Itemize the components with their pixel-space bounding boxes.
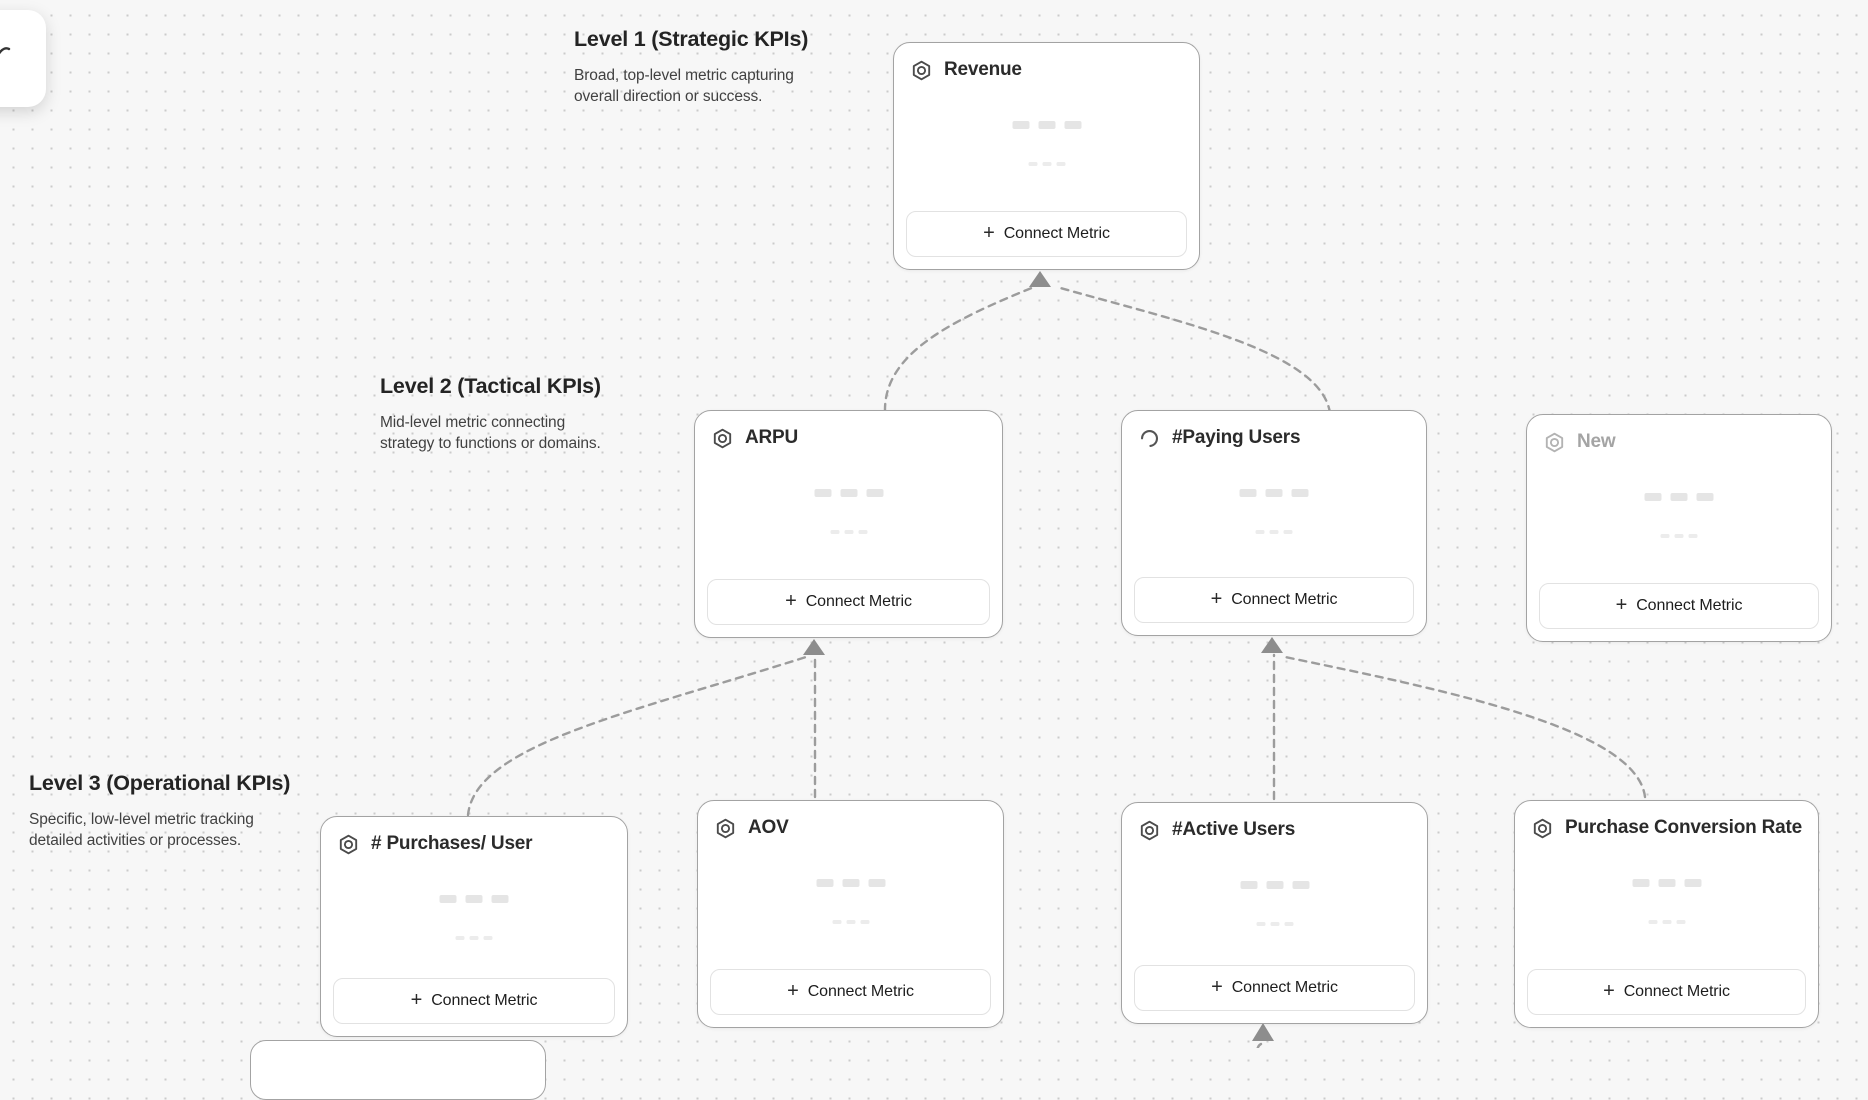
- level-3-description-line2: detailed activities or processes.: [29, 832, 242, 849]
- level-1-description-line1: Broad, top-level metric capturing: [574, 67, 794, 84]
- connect-metric-label: Connect Metric: [1003, 225, 1110, 242]
- metric-card-arpu[interactable]: ARPU + Connect Metric: [694, 410, 1003, 638]
- plus-icon: +: [410, 989, 423, 1011]
- chart-placeholder-ticks: [830, 530, 867, 534]
- connect-metric-label: Connect Metric: [431, 992, 538, 1009]
- metric-card-partial-offscreen[interactable]: [250, 1040, 546, 1100]
- level-2-heading: Level 2 (Tactical KPIs) Mid-level metric…: [380, 374, 601, 454]
- level-1-title: Level 1 (Strategic KPIs): [574, 27, 809, 51]
- level-2-title: Level 2 (Tactical KPIs): [380, 374, 601, 398]
- metric-card-title: Purchase Conversion Rate: [1565, 817, 1803, 838]
- chart-placeholder-bars: [1012, 121, 1081, 129]
- chart-placeholder-ticks: [455, 936, 493, 940]
- metric-card-title: #Paying Users: [1172, 427, 1301, 448]
- connect-metric-button[interactable]: + Connect Metric: [906, 211, 1187, 257]
- metric-card-title: ARPU: [745, 427, 799, 448]
- connect-metric-label: Connect Metric: [1231, 591, 1338, 608]
- connector-payingusers-to-revenue: [1055, 285, 1332, 415]
- pen-stroke-icon: [0, 47, 11, 55]
- arrowhead-into-revenue: [1029, 271, 1051, 287]
- connect-metric-button[interactable]: + Connect Metric: [333, 978, 615, 1024]
- plus-icon: +: [1603, 980, 1615, 1002]
- chart-placeholder-ticks: [1660, 534, 1698, 538]
- metric-card-title: #Active Users: [1172, 819, 1296, 840]
- metric-card-title: AOV: [748, 817, 789, 838]
- connect-metric-label: Connect Metric: [1623, 983, 1730, 1000]
- level-1-heading: Level 1 (Strategic KPIs) Broad, top-leve…: [574, 27, 808, 107]
- hexagon-metric-icon: [911, 60, 932, 81]
- chart-placeholder-ticks: [1256, 922, 1293, 926]
- plus-icon: +: [1211, 976, 1223, 998]
- metric-card-paying-users[interactable]: #Paying Users + Connect Metric: [1121, 410, 1427, 636]
- connector-pcr-to-payingusers: [1283, 655, 1647, 799]
- metric-card-title: New: [1577, 431, 1616, 452]
- metric-card-purchases-per-user[interactable]: # Purchases/ User + Connect Metric: [320, 816, 628, 1037]
- hexagon-metric-icon: [1139, 820, 1160, 841]
- hexagon-metric-icon: [1532, 818, 1553, 839]
- hexagon-metric-icon: [715, 818, 736, 839]
- chart-placeholder-ticks: [1648, 920, 1685, 924]
- connect-metric-label: Connect Metric: [805, 593, 912, 610]
- hexagon-metric-icon: [338, 834, 359, 855]
- connect-metric-button[interactable]: + Connect Metric: [1134, 965, 1415, 1011]
- chart-placeholder-bars: [1644, 493, 1714, 501]
- chart-placeholder-ticks: [1028, 162, 1065, 166]
- connect-metric-button[interactable]: + Connect Metric: [1527, 969, 1806, 1015]
- arrowhead-into-arpu: [803, 639, 825, 655]
- plus-icon: +: [983, 222, 995, 244]
- metric-card-aov[interactable]: AOV + Connect Metric: [697, 800, 1004, 1028]
- connect-metric-button[interactable]: + Connect Metric: [1134, 577, 1414, 623]
- arrowhead-into-activeusers: [1252, 1023, 1274, 1041]
- level-3-description-line1: Specific, low-level metric tracking: [29, 811, 254, 828]
- chart-placeholder-bars: [1239, 489, 1309, 497]
- connector-offscreen-to-activeusers: [1256, 1042, 1263, 1048]
- chart-placeholder-ticks: [1255, 530, 1293, 534]
- level-1-description-line2: overall direction or success.: [574, 88, 763, 105]
- metric-card-purchase-conversion-rate[interactable]: Purchase Conversion Rate + Connect Metri…: [1514, 800, 1819, 1028]
- connect-metric-label: Connect Metric: [1231, 979, 1338, 996]
- connect-metric-button[interactable]: + Connect Metric: [707, 579, 990, 625]
- arrowhead-into-payingusers: [1261, 637, 1283, 653]
- hexagon-metric-icon: [712, 428, 733, 449]
- chart-placeholder-ticks: [832, 920, 869, 924]
- floating-panel[interactable]: [0, 10, 46, 107]
- connect-metric-button[interactable]: + Connect Metric: [1539, 583, 1819, 629]
- connect-metric-button[interactable]: + Connect Metric: [710, 969, 991, 1015]
- metric-card-new[interactable]: New + Connect Metric: [1526, 414, 1832, 642]
- spinner-icon: [1139, 428, 1160, 449]
- level-2-description-line2: strategy to functions or domains.: [380, 435, 601, 452]
- plus-icon: +: [785, 590, 797, 612]
- plus-icon: +: [1210, 588, 1223, 610]
- level-2-description-line1: Mid-level metric connecting: [380, 414, 566, 431]
- chart-placeholder-bars: [816, 879, 885, 887]
- chart-placeholder-bars: [814, 489, 883, 497]
- level-3-title: Level 3 (Operational KPIs): [29, 771, 291, 795]
- connect-metric-label: Connect Metric: [807, 983, 914, 1000]
- plus-icon: +: [787, 980, 799, 1002]
- connector-purchasesperuser-to-arpu: [466, 655, 808, 817]
- chart-placeholder-bars: [439, 895, 509, 903]
- chart-placeholder-bars: [1632, 879, 1701, 887]
- metric-card-revenue[interactable]: Revenue + Connect Metric: [893, 42, 1200, 270]
- metric-card-title: # Purchases/ User: [371, 833, 533, 854]
- connect-metric-label: Connect Metric: [1636, 597, 1743, 614]
- level-3-heading: Level 3 (Operational KPIs) Specific, low…: [29, 771, 290, 851]
- metric-card-active-users[interactable]: #Active Users + Connect Metric: [1121, 802, 1428, 1024]
- plus-icon: +: [1615, 594, 1628, 616]
- metric-card-title: Revenue: [944, 59, 1022, 80]
- hexagon-metric-icon: [1544, 432, 1565, 453]
- connector-arpu-to-revenue: [883, 285, 1036, 413]
- chart-placeholder-bars: [1240, 881, 1309, 889]
